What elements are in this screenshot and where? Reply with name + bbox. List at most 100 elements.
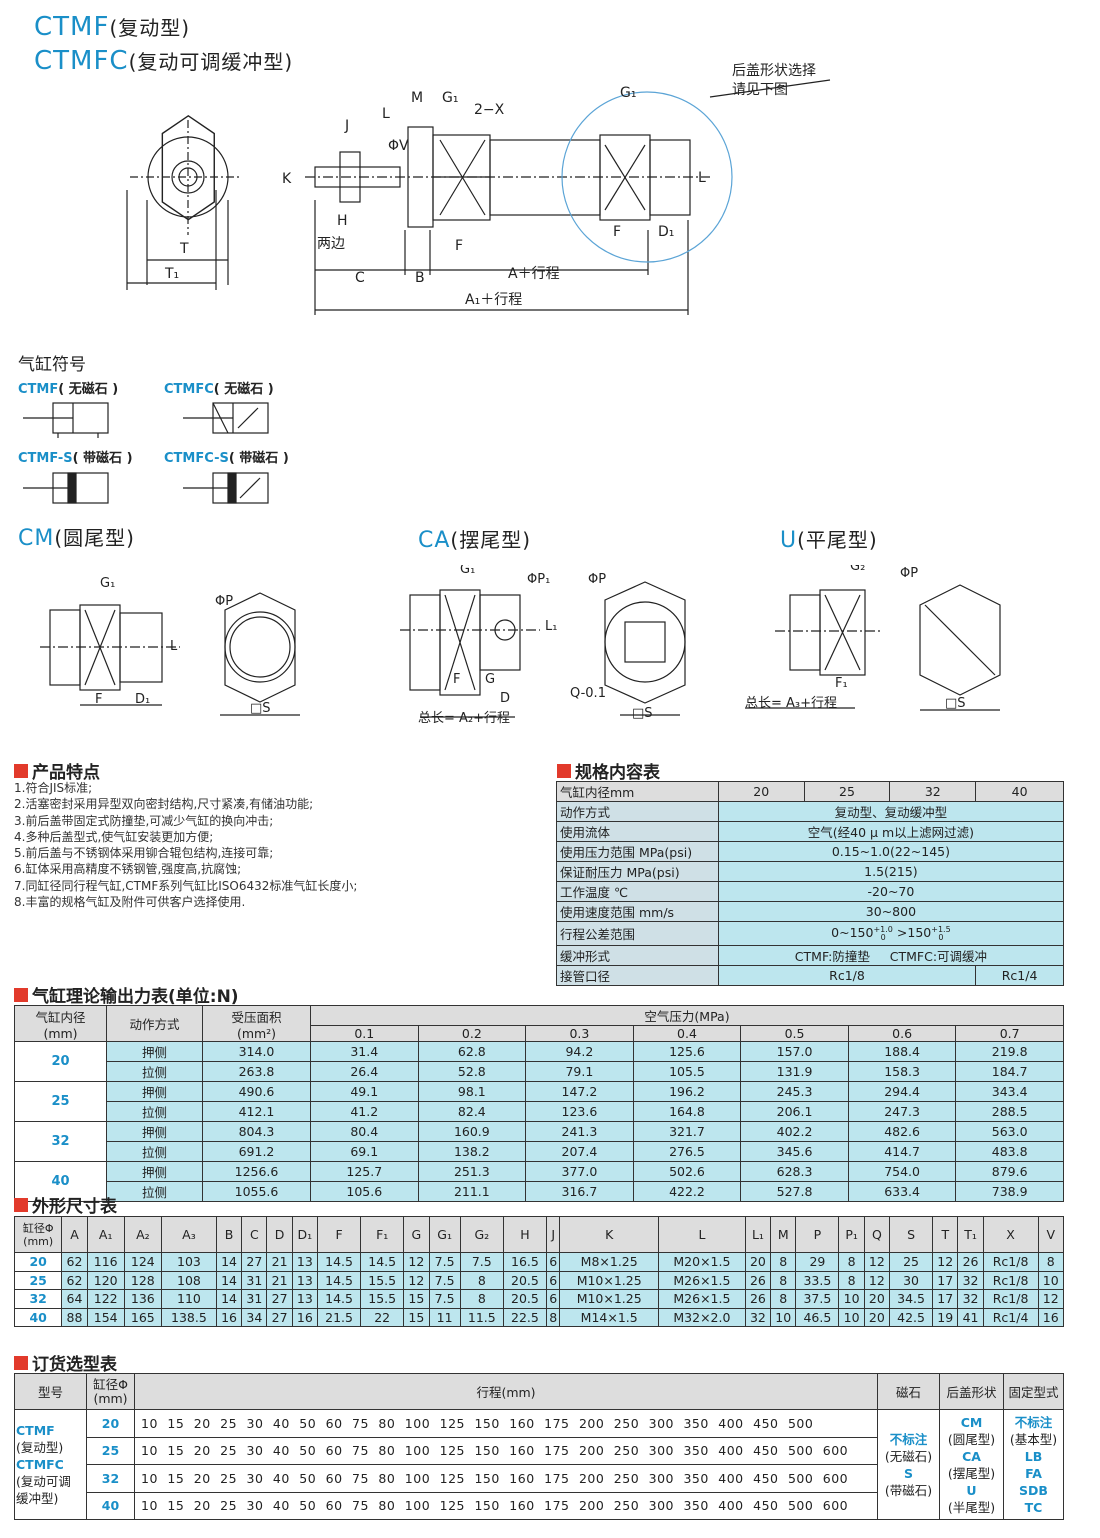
dims-cell: 21 — [266, 1270, 293, 1290]
symbol-ctmf-s-label: CTMF-S( 带磁石 ) — [18, 447, 133, 466]
order-h-mount: 固定型式 — [1003, 1373, 1064, 1410]
dims-cell: 16.5 — [502, 1252, 547, 1272]
spec-row: 使用压力范围 MPa(psi)0.15~1.0(22~145) — [556, 841, 1065, 862]
dims-cell: 31 — [241, 1289, 268, 1309]
u-g2: G₂ — [850, 565, 865, 574]
force-h-bore: 气缸内径(mm) — [14, 1005, 107, 1042]
order-model-b-desc1: (复动可调 — [16, 1474, 71, 1489]
force-value: 276.5 — [632, 1141, 742, 1162]
dims-cell: 37.5 — [795, 1289, 840, 1309]
dims-cell: 12 — [403, 1252, 430, 1272]
force-area: 691.2 — [202, 1141, 311, 1162]
heading-marker — [14, 1197, 28, 1212]
dim-c: C — [355, 270, 365, 286]
dims-cell: 26 — [744, 1270, 772, 1290]
u-f1: F₁ — [835, 676, 848, 691]
dim-t: T — [179, 241, 189, 257]
spec-bore: 20 — [717, 781, 805, 802]
order-mount-cell: 不标注 (基本型) LB FA SDB TC — [1003, 1409, 1064, 1520]
spec-bore: 40 — [975, 781, 1064, 802]
dims-cell: 116 — [86, 1252, 125, 1272]
dims-cell: 14 — [215, 1252, 243, 1272]
features-heading-text: 产品特点 — [32, 763, 100, 783]
force-value: 219.8 — [955, 1041, 1064, 1062]
model-ctmf: CTMF — [34, 12, 110, 42]
order-model-b: CTMFC — [16, 1457, 64, 1472]
dims-cell: 16 — [291, 1307, 319, 1327]
mount-tc: TC — [1024, 1499, 1043, 1515]
dims-cell: 128 — [123, 1270, 162, 1290]
dims-cell: 165 — [123, 1307, 162, 1327]
order-model-b-desc2: 缓冲型) — [16, 1491, 59, 1506]
force-bore: 32 — [14, 1121, 107, 1162]
dims-bore: 20 — [13, 1252, 63, 1272]
dims-cell: 32 — [957, 1270, 984, 1290]
force-value: 377.0 — [525, 1161, 634, 1182]
spec-row: 接管口径 Rc1/8 Rc1/4 — [556, 965, 1064, 986]
dim-d1-rear: D₁ — [658, 224, 674, 240]
force-action: 拉侧 — [106, 1181, 203, 1202]
dims-col-header: F₁ — [360, 1216, 405, 1253]
tol-a-up: +1.0 — [873, 924, 893, 934]
u-s: □S — [945, 696, 966, 711]
dims-cell: 20.5 — [502, 1289, 547, 1309]
force-value: 147.2 — [525, 1081, 634, 1102]
dims-cell: 8 — [838, 1252, 865, 1272]
force-area: 263.8 — [202, 1061, 311, 1082]
force-pressure: 0.5 — [740, 1025, 849, 1042]
dims-h-bore-label: 缸径Φ — [22, 1221, 54, 1235]
symbol-ctmf-s-icon — [23, 472, 109, 504]
force-action: 拉侧 — [106, 1101, 203, 1122]
order-h-model: 型号 — [14, 1373, 87, 1410]
dims-cell: 21 — [266, 1252, 293, 1272]
feature-item: 6.缸体采用高精度不锈钢管,强度高,抗腐蚀; — [14, 862, 242, 877]
order-strokes: 10 15 20 25 30 40 50 60 75 80 100 125 15… — [134, 1436, 878, 1465]
order-bore: 32 — [86, 1464, 135, 1493]
heading-marker — [14, 1355, 28, 1370]
dims-cell: M26×1.5 — [658, 1289, 746, 1309]
dims-col-header: A₂ — [123, 1216, 162, 1253]
dims-cell: 29 — [795, 1252, 840, 1272]
cm-p: ΦP — [215, 594, 233, 609]
ca-f: F — [453, 672, 460, 687]
model-ctmfc: CTMFC — [34, 46, 129, 76]
spec-label: 保证耐压力 MPa(psi) — [556, 861, 719, 882]
rear-type-name: (平尾型) — [797, 528, 878, 552]
order-h-bore-label: 缸径Φ — [93, 1376, 128, 1392]
force-value: 316.7 — [525, 1181, 634, 1202]
cm-end-view — [220, 592, 300, 716]
order-heading: 订货选型表 — [14, 1350, 117, 1375]
spec-cushion: CTMF:防撞垫 CTMFC:可调缓冲 — [717, 945, 1065, 966]
dim-t1: T₁ — [164, 266, 179, 282]
force-pressure: 0.2 — [417, 1025, 527, 1042]
force-header-row: 气缸内径(mm) 动作方式 受压面积(mm²) 空气压力(MPa) — [14, 1005, 1064, 1042]
spec-row: 缓冲形式 CTMF:防撞垫 CTMFC:可调缓冲 — [556, 945, 1065, 966]
spec-heading-text: 规格内容表 — [575, 763, 660, 783]
symbol-ctmfc-icon — [183, 402, 269, 434]
force-value: 131.9 — [740, 1061, 849, 1082]
symbol-ctmf-icon — [23, 402, 109, 438]
dims-cell: 41 — [957, 1307, 984, 1327]
force-value: 26.4 — [310, 1061, 419, 1082]
dims-cell: 110 — [160, 1289, 217, 1309]
tol-a: 0~150 — [831, 925, 874, 941]
dims-cell: 15.5 — [360, 1289, 405, 1309]
dims-col-header: F — [316, 1216, 362, 1253]
force-value: 288.5 — [955, 1101, 1064, 1122]
symbol-ctmfc-label: CTMFC( 无磁石 ) — [164, 378, 274, 397]
label-two-sides: 两边 — [317, 236, 345, 252]
force-value: 241.3 — [525, 1121, 634, 1142]
dims-cell: Rc1/8 — [982, 1270, 1039, 1290]
dims-heading: 外形尺寸表 — [14, 1192, 117, 1217]
heading-marker — [557, 763, 571, 778]
dims-cell: 10 — [838, 1289, 865, 1309]
ca-side-view — [400, 589, 540, 718]
force-area: 1055.6 — [202, 1181, 311, 1202]
dim-l-rear: L — [698, 170, 706, 186]
force-value: 184.7 — [955, 1061, 1064, 1082]
